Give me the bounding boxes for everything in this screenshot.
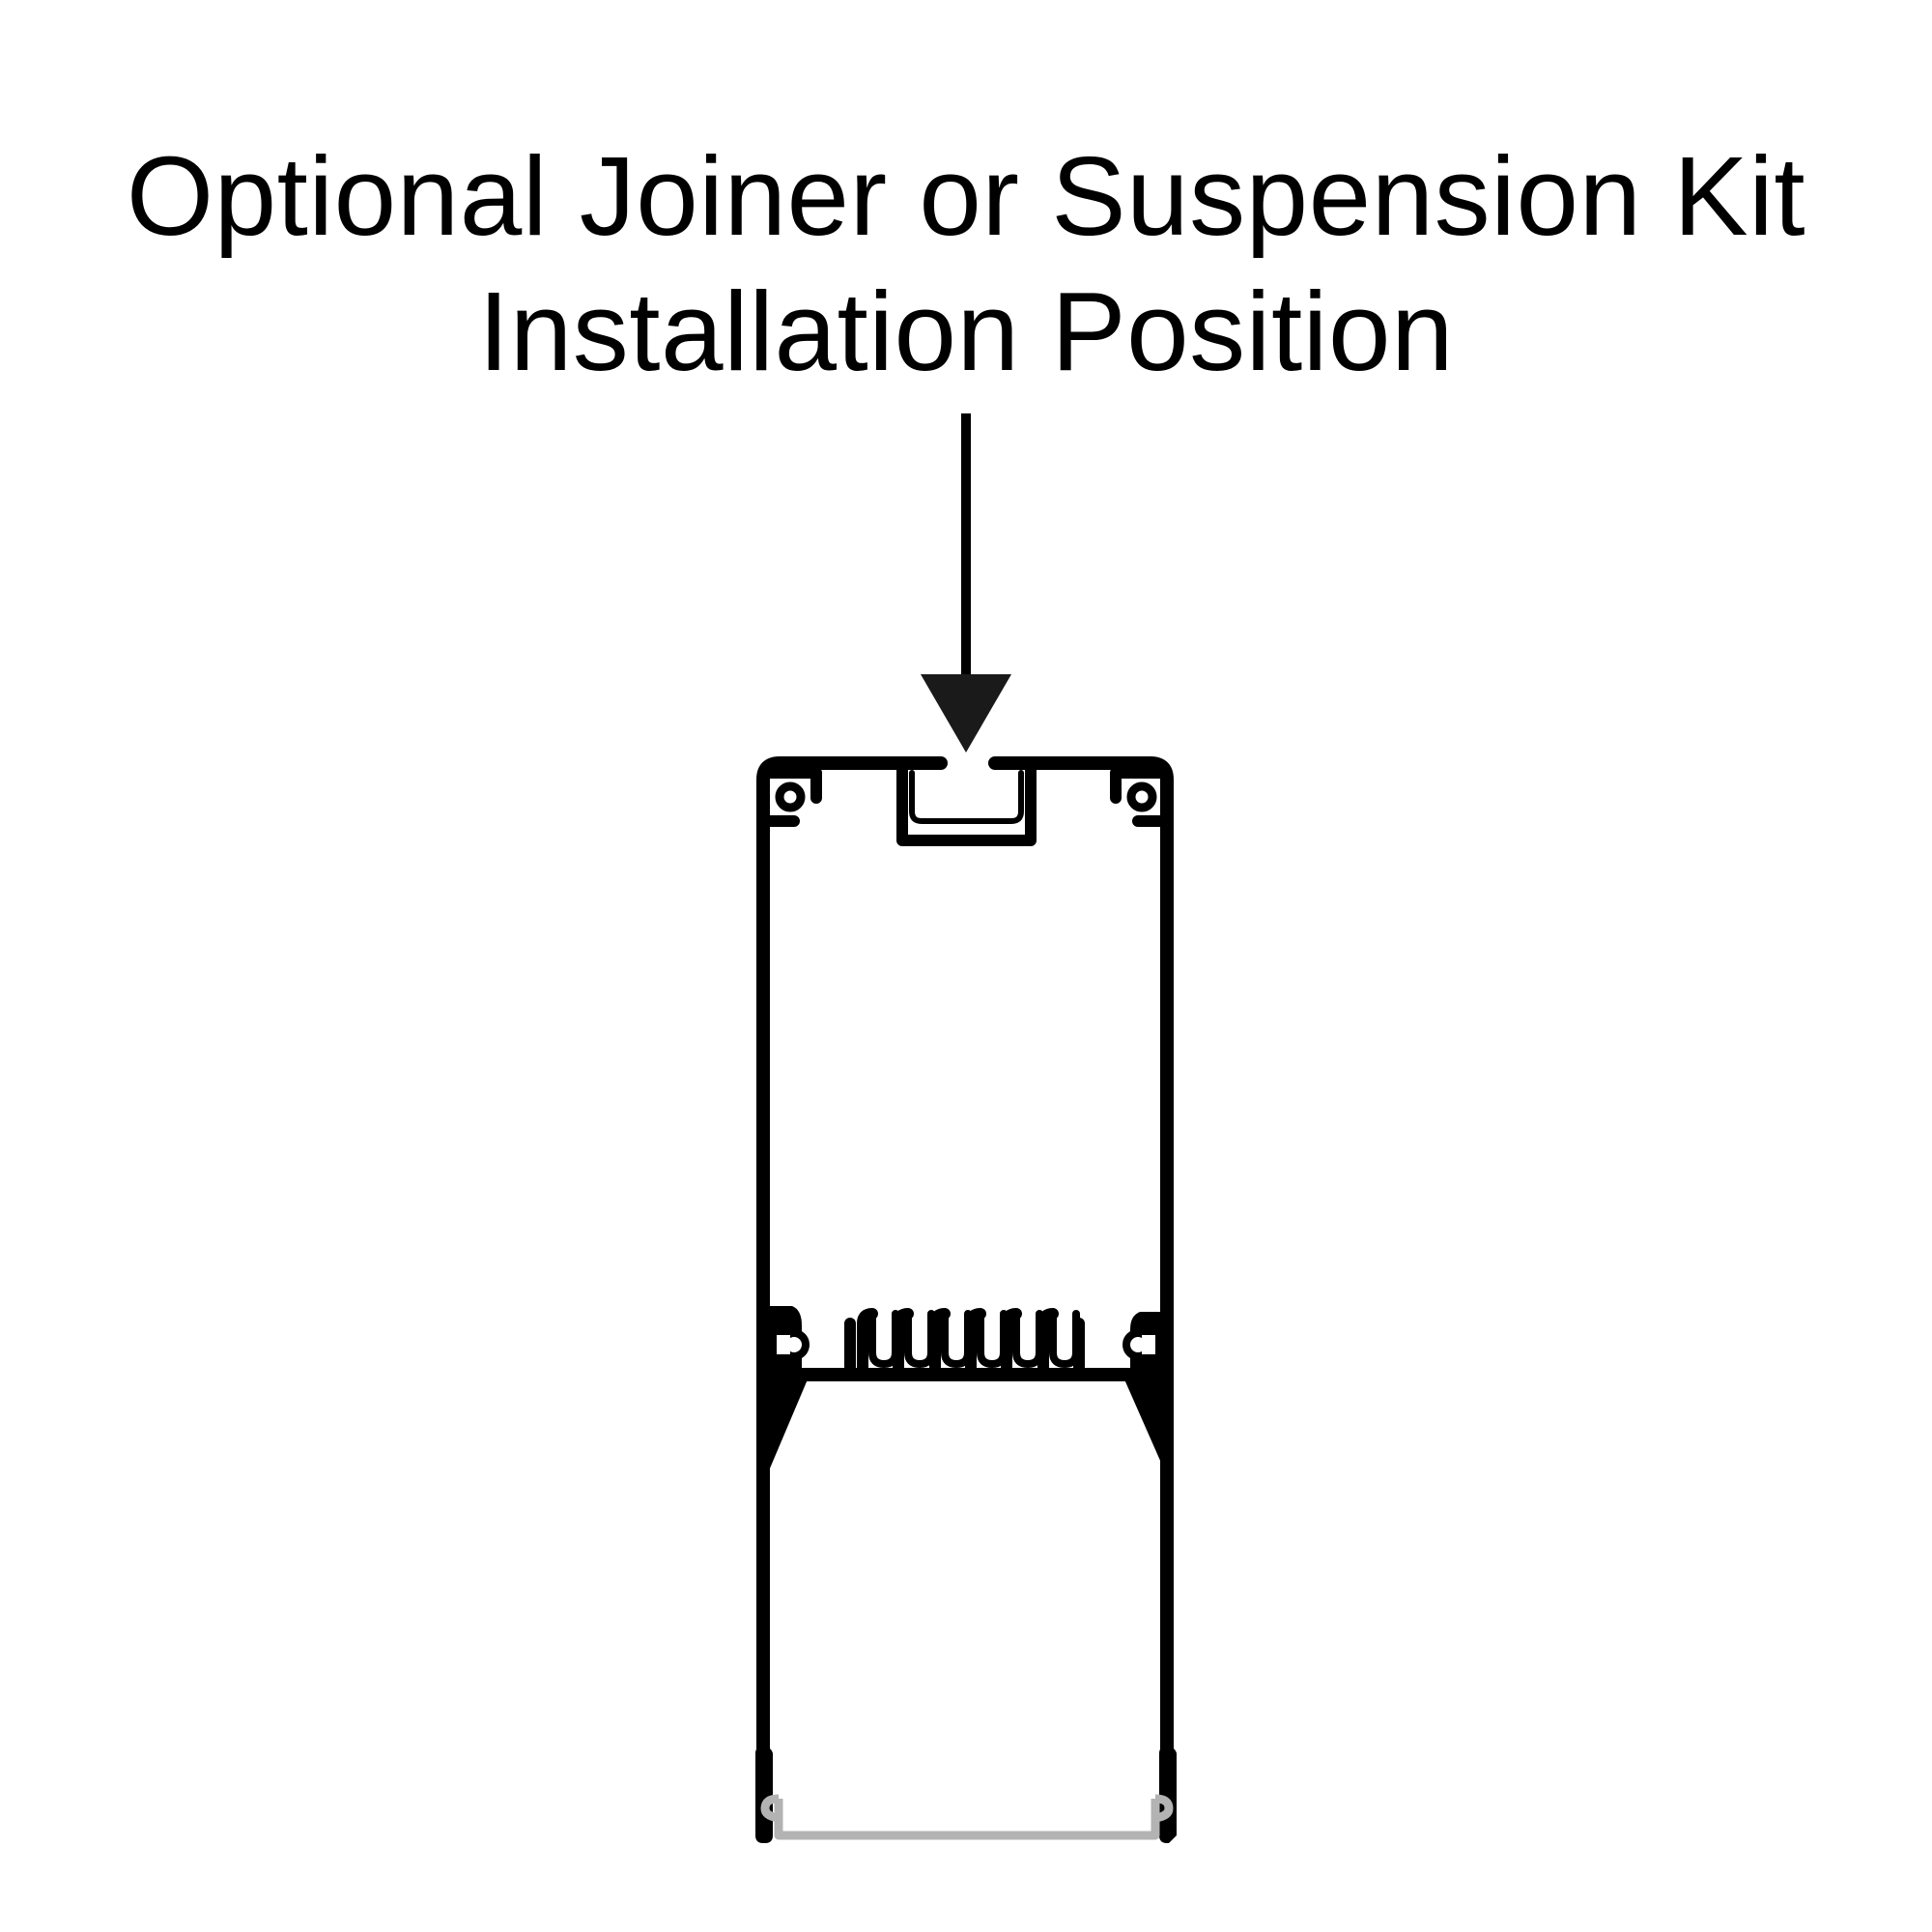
left-plate-screw-slot: [777, 1335, 790, 1354]
diffuser-clip-feet: [755, 1747, 1177, 1843]
fin-channels: [868, 1310, 1080, 1368]
diffuser-lens: [774, 1799, 1160, 1840]
diffuser: [760, 1794, 1174, 1840]
profile-left-wall: [756, 756, 948, 1755]
right-plate-screw-slot: [1142, 1335, 1155, 1354]
diffuser-left-hook: [760, 1794, 780, 1823]
profile-right-wall: [988, 756, 1174, 1755]
cooling-fins: [844, 1308, 1085, 1373]
top-channel-inner-lip: [909, 770, 1024, 824]
arrow-head: [921, 674, 1011, 753]
right-clip-foot: [1159, 1747, 1177, 1843]
left-clip-foot: [755, 1747, 773, 1843]
plate-screw-slots: [777, 1335, 1155, 1354]
top-left-screw-boss: [764, 767, 822, 827]
top-right-screw-hole: [1126, 781, 1157, 812]
caption-line-2: Installation Position: [478, 269, 1454, 394]
diffuser-right-hook: [1154, 1794, 1174, 1823]
caption-line-1: Optional Joiner or Suspension Kit: [126, 133, 1806, 259]
aluminium-profile: [756, 756, 1174, 1755]
top-right-screw-boss: [1110, 767, 1166, 827]
installation-arrow: [921, 413, 1011, 753]
top-mounting-channel: [896, 765, 1037, 846]
top-left-screw-hole: [775, 781, 806, 812]
